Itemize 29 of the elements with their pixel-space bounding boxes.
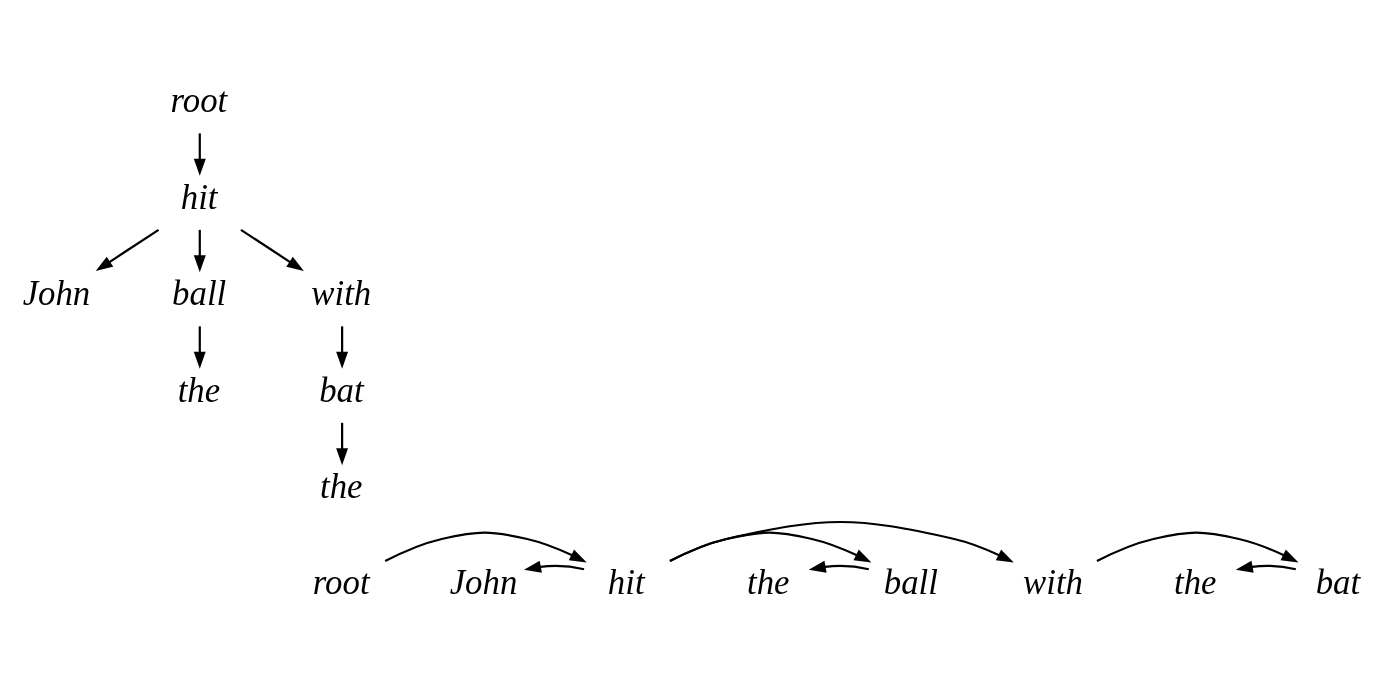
node-text: hit	[180, 177, 218, 217]
node-text: the	[177, 370, 221, 410]
node-text: root	[312, 562, 370, 602]
node-text: with	[1023, 562, 1083, 602]
arrow	[240, 228, 304, 271]
arrow	[336, 325, 349, 369]
node-text: ball	[883, 562, 938, 602]
arrow	[669, 520, 1014, 563]
node-text: ball	[172, 273, 227, 313]
node-text: the	[319, 466, 363, 506]
arrow	[336, 422, 349, 465]
arrow	[1096, 531, 1299, 563]
node-text: John	[22, 273, 91, 313]
node-text: bat	[319, 370, 364, 410]
node-text: with	[311, 273, 372, 313]
arrow	[384, 531, 587, 563]
arrow	[95, 228, 160, 271]
arrow	[524, 560, 585, 573]
node-text: root	[170, 80, 228, 120]
arrow	[193, 229, 206, 272]
node-text: hit	[607, 562, 645, 602]
arrow	[1235, 560, 1297, 573]
arrow	[193, 325, 206, 369]
arrow	[193, 132, 206, 176]
arrow	[808, 560, 869, 573]
node-text: John	[449, 562, 518, 602]
node-text: bat	[1315, 562, 1361, 602]
node-text: the	[1174, 562, 1217, 602]
node-text: the	[747, 562, 790, 602]
